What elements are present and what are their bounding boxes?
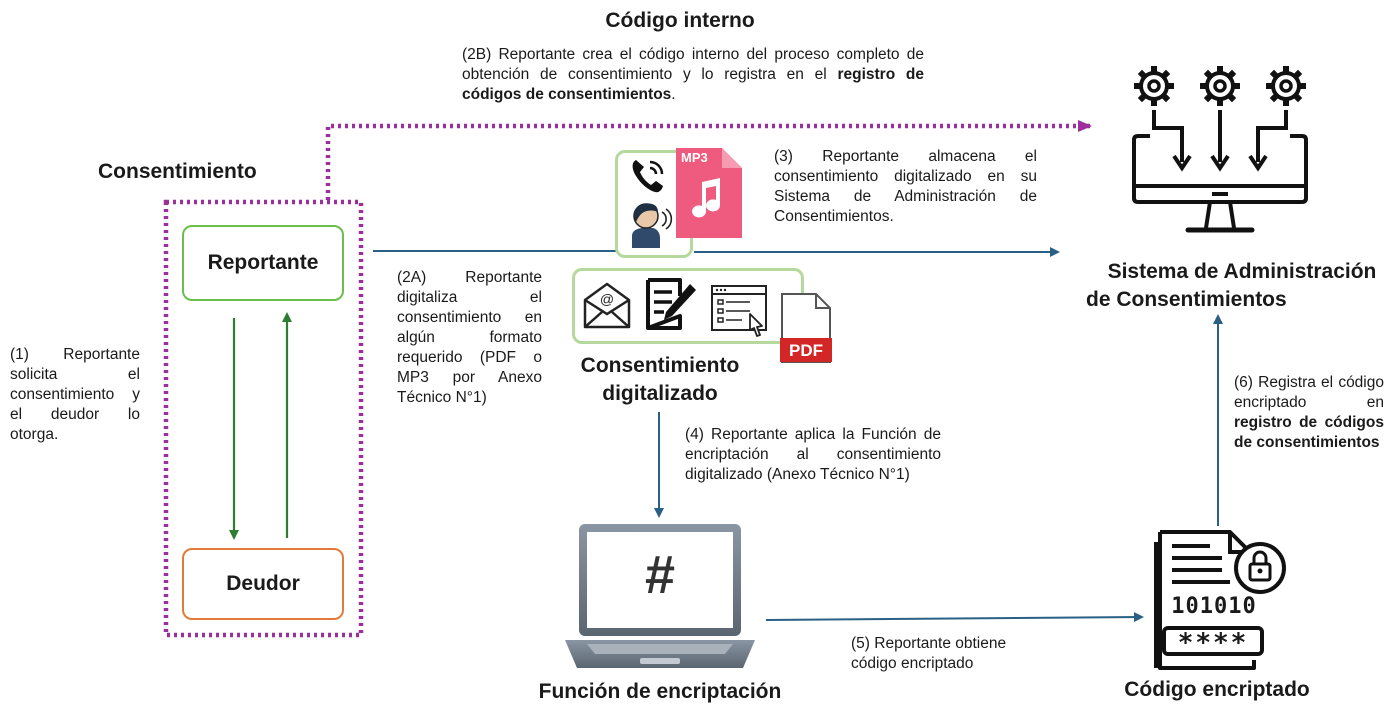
step-1-text: (1) Reportante solicita el consentimient… <box>10 346 140 443</box>
hash-symbol: # <box>644 545 676 605</box>
svg-text:@: @ <box>600 291 614 307</box>
funcion-encriptacion-title: Función de encriptación <box>538 680 782 703</box>
arrow-2b <box>325 120 1092 200</box>
consentimiento-digitalizado-title: Consentimiento digitalizado <box>560 352 760 408</box>
step-2b-text: (2B) Reportante crea el código interno d… <box>462 45 924 105</box>
cd-title-line2: digitalizado <box>602 382 718 405</box>
sistema-title-line2: de Consentimientos <box>1086 288 1287 311</box>
step-4-text: (4) Reportante aplica la Función de encr… <box>685 426 941 483</box>
encrypted-code-icon: 101010 **** <box>1150 530 1290 670</box>
document-sign-icon <box>646 278 696 330</box>
step-2b-bold: registro de códigos de consentimientos <box>462 66 924 103</box>
step-2b-pre: (2B) Reportante crea el código interno d… <box>462 46 924 83</box>
gear-icon-right <box>1266 66 1306 106</box>
step-5-line2: código encriptado <box>851 655 974 672</box>
step-6-bold: registro de códigos de consentimientos <box>1234 414 1384 451</box>
cd-title-line1: Consentimiento <box>580 354 740 377</box>
web-form-icon <box>711 285 767 337</box>
sistema-title: Sistema de Administración de Consentimie… <box>1084 258 1400 314</box>
pdf-label: PDF <box>789 341 823 360</box>
codigo-interno-title: Código interno <box>605 9 755 32</box>
step-2b-post: . <box>671 86 676 103</box>
step-5-line1: (5) Reportante obtiene <box>851 635 1007 652</box>
step-6-pre: (6) Registra el código encriptado en <box>1234 374 1384 411</box>
step-6-text: (6) Registra el código encriptado en reg… <box>1234 373 1384 453</box>
arrow-5 <box>765 612 1144 623</box>
stars-label: **** <box>1177 628 1249 658</box>
mp3-label: MP3 <box>681 150 708 165</box>
management-system-icon <box>1110 60 1330 233</box>
deudor-box: Deudor <box>182 548 344 620</box>
consentimiento-title: Consentimiento <box>98 160 257 183</box>
step-2a-text: (2A) Reportante digitaliza el consentimi… <box>397 269 542 406</box>
binary-label: 101010 <box>1171 594 1257 619</box>
mp3-file-icon: MP3 <box>676 148 742 238</box>
codigo-encriptado-title: Código encriptado <box>1124 678 1310 701</box>
step-5-text: (5) Reportante obtiene código encriptado <box>851 634 1051 674</box>
email-icon: @ <box>583 282 631 329</box>
gear-icon-center <box>1200 66 1240 106</box>
gear-icon-left <box>1134 66 1174 106</box>
phone-icon <box>632 160 664 193</box>
person-speaking-icon <box>632 203 673 248</box>
reportante-box: Reportante <box>182 225 344 301</box>
sistema-title-line1: Sistema de Administración <box>1107 260 1377 283</box>
pdf-file-icon: PDF <box>780 292 832 364</box>
laptop-icon: # <box>565 522 755 672</box>
step-3-text: (3) Reportante almacena el consentimient… <box>774 148 1037 225</box>
